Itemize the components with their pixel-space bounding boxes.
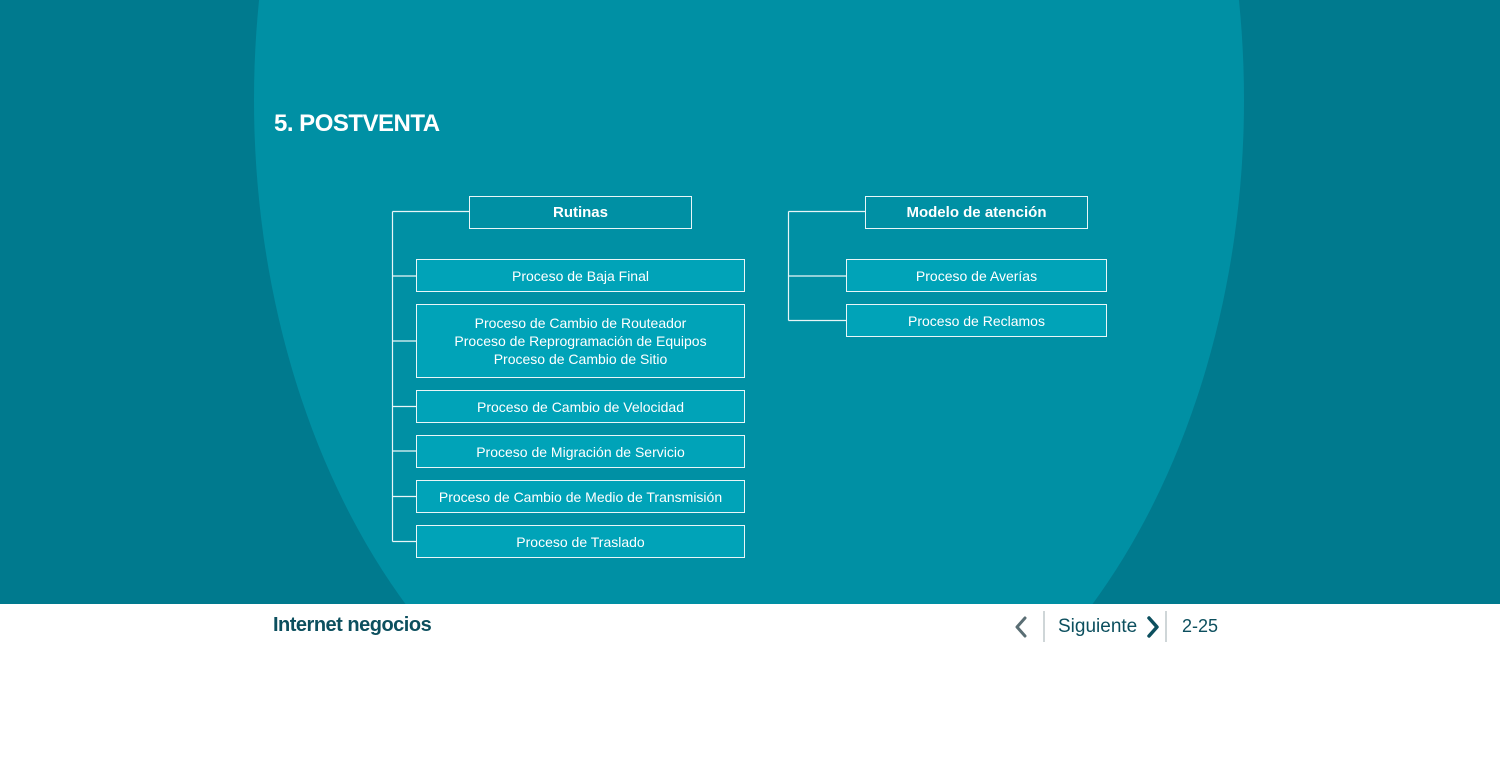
item-label: Proceso de Reprogramación de Equipos xyxy=(454,333,707,349)
nav-divider xyxy=(1165,611,1167,642)
footer-title: Internet negocios xyxy=(273,614,432,636)
rutinas-item-cambio-medio: Proceso de Cambio de Medio de Transmisió… xyxy=(416,480,745,513)
rutinas-item-migracion-servicio: Proceso de Migración de Servicio xyxy=(416,435,745,468)
item-label: Proceso de Migración de Servicio xyxy=(476,443,685,460)
item-label: Proceso de Cambio de Medio de Transmisió… xyxy=(438,488,723,505)
item-label: Proceso de Cambio de Sitio xyxy=(493,351,668,367)
hero-section: 5. POSTVENTA Rutinas Proceso de Baja Fin… xyxy=(0,0,1500,604)
rutinas-item-cambio-routeador-group: Proceso de Cambio de Routeador Proceso d… xyxy=(416,304,745,378)
rutinas-item-cambio-velocidad: Proceso de Cambio de Velocidad xyxy=(416,390,745,423)
item-label: Proceso de Reclamos xyxy=(908,312,1045,329)
next-label: Siguiente xyxy=(1058,616,1138,637)
page-number: 2-25 xyxy=(1182,616,1219,636)
section-title: 5. POSTVENTA xyxy=(274,110,440,137)
item-label: Proceso de Cambio de Velocidad xyxy=(476,398,685,415)
rutinas-item-traslado: Proceso de Traslado xyxy=(416,525,745,558)
item-label: Proceso de Averías xyxy=(915,267,1038,284)
item-label: Proceso de Baja Final xyxy=(512,267,649,284)
next-button[interactable]: Siguiente xyxy=(1058,612,1161,642)
nav-divider xyxy=(1043,611,1045,642)
rutinas-item-baja-final: Proceso de Baja Final xyxy=(416,259,745,292)
item-label: Proceso de Traslado xyxy=(516,533,645,550)
rutinas-header: Rutinas xyxy=(469,196,692,229)
chevron-left-icon xyxy=(1015,616,1027,638)
modelo-header: Modelo de atención xyxy=(865,196,1088,229)
modelo-item-reclamos: Proceso de Reclamos xyxy=(846,304,1107,337)
item-label: Proceso de Cambio de Routeador xyxy=(474,315,687,331)
chevron-right-icon xyxy=(1147,616,1159,638)
modelo-item-averias: Proceso de Averías xyxy=(846,259,1107,292)
diagram-connectors xyxy=(391,210,866,543)
previous-button[interactable] xyxy=(1008,612,1034,642)
